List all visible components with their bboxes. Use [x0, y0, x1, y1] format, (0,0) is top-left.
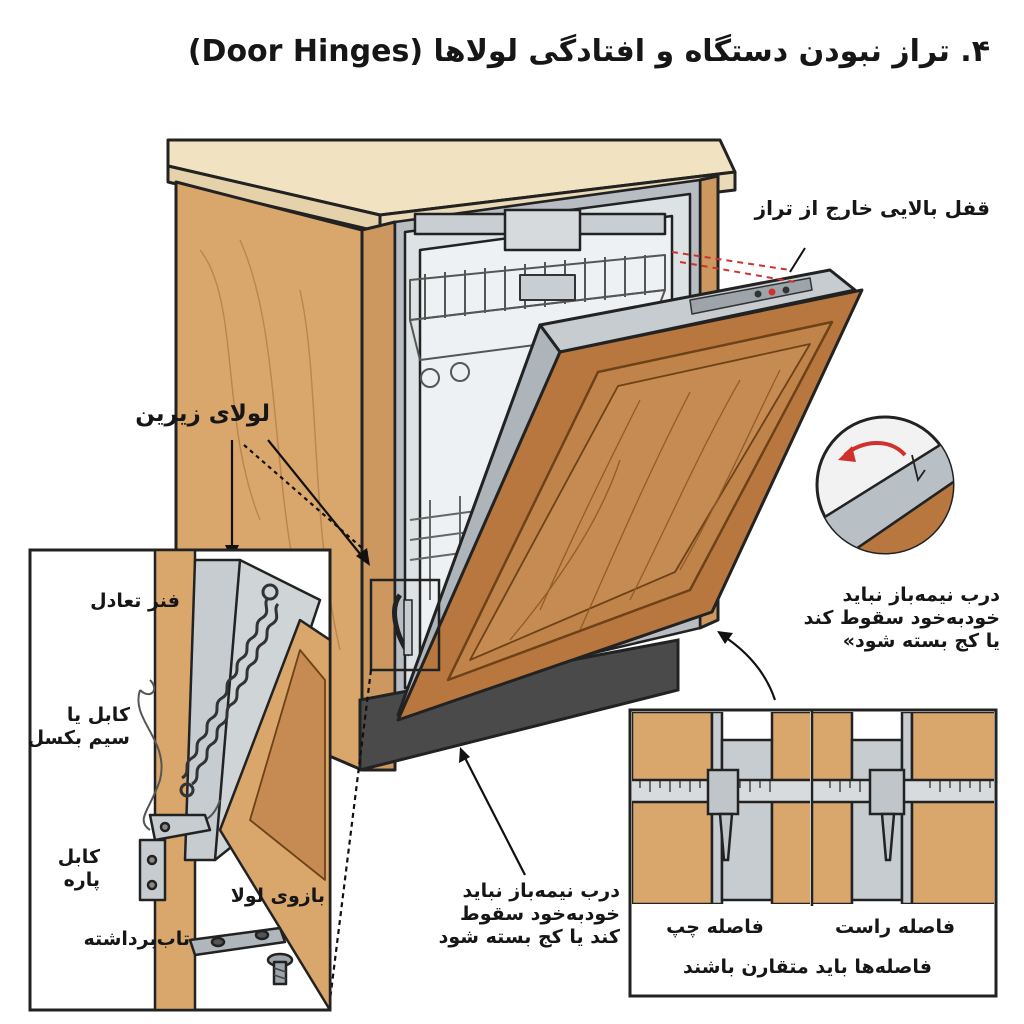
dishwasher-door [396, 268, 864, 722]
balance-spring-icon [179, 583, 280, 798]
label-cable: کابل یا سیم بکسل [27, 704, 130, 750]
page-title: ۴. تراز نبودن دستگاه و افتادگی لولاها (D… [187, 34, 990, 69]
label-door-note-bottom: درب نیمه‌باز نباید خودبه‌خود سقوط کند یا… [438, 880, 620, 949]
hinge-detail-inset [28, 548, 332, 1012]
gap-measurement-inset [628, 708, 998, 998]
label-gap-right: فاصله راست [834, 916, 956, 938]
lock-misalignment-lines [671, 251, 796, 283]
label-gaps-symmetric: فاصله‌ها باید متقارن باشند [683, 956, 932, 978]
label-bent: تاب‌برداشته [83, 928, 190, 950]
upper-rack [409, 254, 666, 388]
label-broken-cable: کابل پاره [57, 846, 100, 892]
hinge-highlight-box [369, 578, 441, 672]
label-lower-hinge: لولای زیرین [135, 401, 270, 427]
hinge-screw-icon [188, 926, 294, 986]
label-door-note-right: درب نیمه‌باز نباید خودبه‌خود سقوط کند یا… [803, 584, 1000, 653]
hinge-arm [148, 813, 212, 842]
label-gap-left: فاصله چپ [666, 916, 764, 938]
cable [137, 689, 163, 831]
warp-detail-inset [815, 415, 955, 555]
label-top-lock: قفل بالایی خارج از تراز [754, 196, 990, 220]
label-hinge-arm: بازوی لولا [230, 885, 325, 907]
caliper-icon [632, 768, 810, 862]
cabinet-front-stile [360, 220, 397, 772]
label-balance-spring: فنر تعادل [90, 590, 180, 612]
